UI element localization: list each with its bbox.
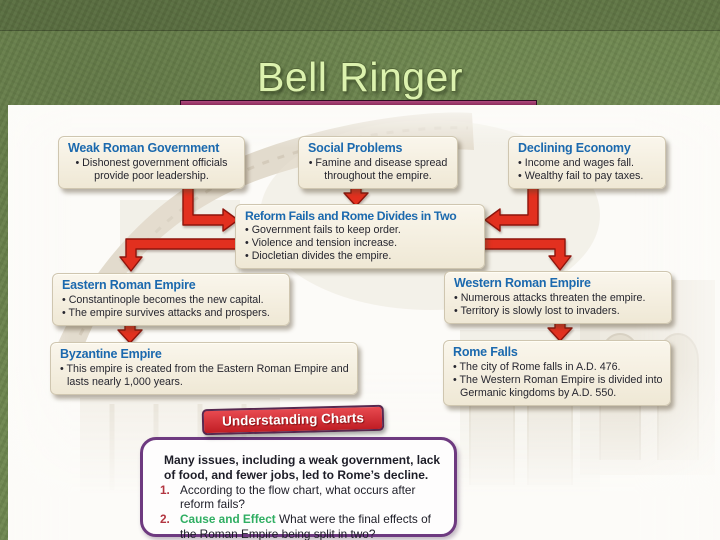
flow-box-title: Western Roman Empire [454,276,591,290]
flow-box-bullet: Numerous attacks threaten the empire. [451,292,665,305]
flow-arrow-declining-to-reform [484,185,539,232]
flow-box-bullet: Diocletian divides the empire. [242,250,478,263]
flow-box-bullet: This empire is created from the Eastern … [57,363,351,389]
flow-box-reform-fails: Reform Fails and Rome Divides in Two Gov… [235,204,485,270]
question-text: Cause and Effect What were the final eff… [180,512,448,540]
top-shade-band [0,0,720,31]
question-number: 2. [160,512,170,526]
flow-box-eastern-roman-empire: Eastern Roman Empire Constantinople beco… [52,273,290,326]
flow-box-western-roman-empire: Western Roman Empire Numerous attacks th… [444,271,672,324]
flow-box-bullet: Dishonest government officials provide p… [65,157,238,183]
flow-box-bullet: The city of Rome falls in A.D. 476. [450,361,664,374]
flow-box-title: Reform Fails and Rome Divides in Two [245,209,457,223]
flow-box-byzantine-empire: Byzantine Empire This empire is created … [50,342,358,395]
flow-box-bullet: Territory is slowly lost to invaders. [451,305,665,318]
question-item: 1. According to the flow chart, what occ… [154,483,448,512]
flow-arrow-reform-to-eastern [119,238,238,272]
flow-box-title: Byzantine Empire [60,347,162,361]
flow-box-title: Rome Falls [453,345,518,359]
flow-box-bullet: Wealthy fail to pay taxes. [515,170,659,183]
question-item: 2. Cause and Effect What were the final … [154,512,448,540]
flow-box-bullet: Constantinople becomes the new capital. [59,294,283,307]
flow-box-title: Social Problems [308,141,403,155]
flow-box-declining-economy: Declining Economy Income and wages fall.… [508,136,666,189]
flow-box-weak-roman-government: Weak Roman Government Dishonest governme… [58,136,245,189]
flow-box-title: Declining Economy [518,141,631,155]
flow-box-social-problems: Social Problems Famine and disease sprea… [298,136,458,189]
understanding-charts-banner: Understanding Charts [201,404,385,436]
question-text: According to the flow chart, what occurs… [180,482,416,512]
flow-box-rome-falls: Rome Falls The city of Rome falls in A.D… [443,340,671,406]
flow-box-title: Weak Roman Government [68,141,220,155]
understanding-charts-question-box: Many issues, including a weak government… [140,437,457,540]
flow-box-bullet: Income and wages fall. [515,157,659,170]
flow-box-bullet: Violence and tension increase. [242,237,478,250]
flowchart-image-area: Weak Roman Government Dishonest governme… [8,105,720,540]
flow-box-bullet: Famine and disease spread throughout the… [305,157,451,183]
flow-box-bullet: The empire survives attacks and prospers… [59,307,283,320]
flow-box-title: Eastern Roman Empire [62,278,196,292]
flow-box-bullet: Government fails to keep order. [242,224,478,237]
question-number: 1. [160,482,170,497]
cause-and-effect-label: Cause and Effect [180,512,276,526]
flow-box-bullet: The Western Roman Empire is divided into… [450,374,664,400]
flow-arrow-reform-to-western [482,238,572,271]
question-intro: Many issues, including a weak government… [164,453,441,482]
slide-title: Bell Ringer [256,54,464,100]
